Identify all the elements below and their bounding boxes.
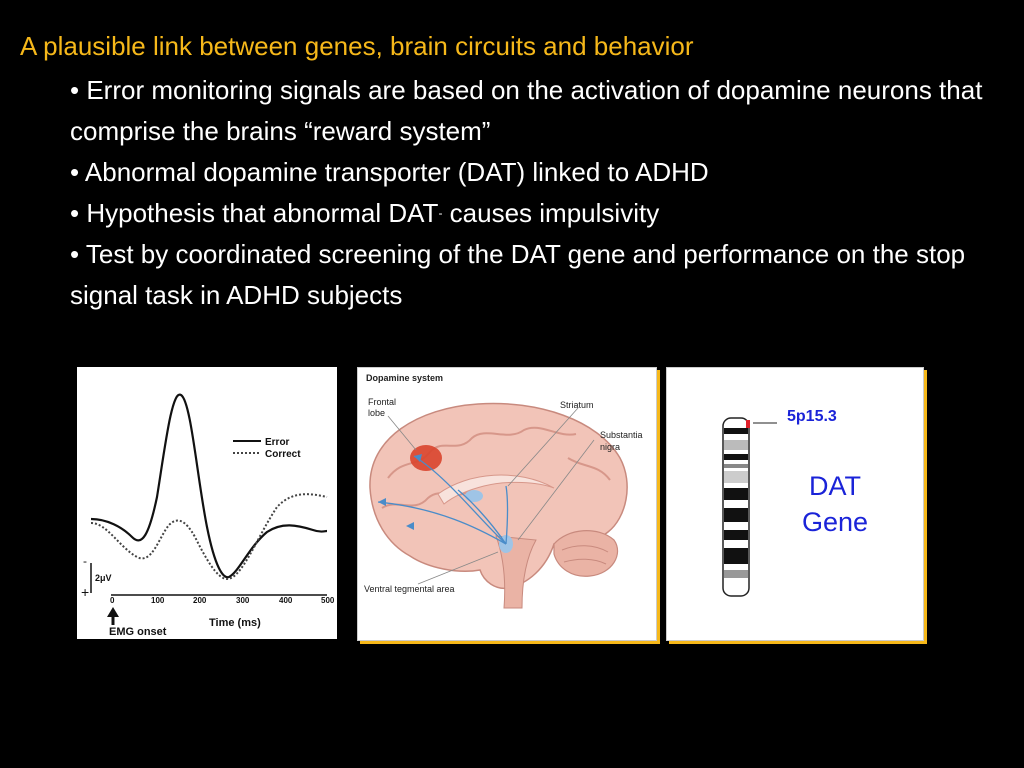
error-waveform <box>90 393 328 579</box>
bullet-hypothesis-tail: causes impulsivity <box>442 198 660 228</box>
gene-label: Gene <box>801 507 869 537</box>
bullet-list: • Error monitoring signals are based on … <box>70 70 1000 316</box>
brain-figure: Dopamine system <box>357 367 657 641</box>
dat-gene-label: DAT Gene <box>787 468 883 540</box>
label-substantia: Substantia <box>600 430 643 440</box>
bullet-test: • Test by coordinated screening of the D… <box>70 239 966 310</box>
tick-200: 200 <box>193 596 207 605</box>
label-striatum: Striatum <box>560 400 594 410</box>
onset-arrow-icon <box>107 607 119 617</box>
tick-500: 500 <box>321 596 335 605</box>
legend-error: Error <box>265 437 290 448</box>
bullet-hypothesis: • Hypothesis that abnormal DAT- causes i… <box>70 193 1000 234</box>
scale-label: 2μV <box>95 573 112 583</box>
chromosome-diagram <box>722 417 777 597</box>
label-frontal: Frontal <box>368 397 396 407</box>
tick-300: 300 <box>236 596 250 605</box>
chromosome-figure: 5p15.3 DAT Gene <box>666 367 924 641</box>
tick-100: 100 <box>151 596 165 605</box>
axis-minus: - <box>83 554 87 568</box>
legend-correct: Correct <box>265 449 301 460</box>
band-label: 5p15.3 <box>787 408 837 425</box>
dat-label: DAT <box>809 471 861 501</box>
bullet-hypothesis-sup: - <box>438 206 443 220</box>
bullet-dat-adhd: • Abnormal dopamine transporter (DAT) li… <box>70 157 709 187</box>
label-lobe: lobe <box>368 408 385 418</box>
brain-illustration: Dopamine system <box>364 373 643 609</box>
bullet-error-monitoring: • Error monitoring signals are based on … <box>70 75 983 146</box>
tick-400: 400 <box>279 596 293 605</box>
erp-figure: Error Correct - + 2μV 0 100 200 300 400 … <box>77 367 337 639</box>
slide-title: A plausible link between genes, brain ci… <box>20 31 694 61</box>
bullet-hypothesis-text: • Hypothesis that abnormal DAT <box>70 198 439 228</box>
label-nigra: nigra <box>600 442 620 452</box>
brain-title: Dopamine system <box>366 373 443 383</box>
label-vta: Ventral tegmental area <box>364 584 455 594</box>
emg-onset-label: EMG onset <box>109 626 167 638</box>
erp-graph: Error Correct - + 2μV 0 100 200 300 400 … <box>81 393 335 638</box>
axis-plus: + <box>81 584 89 600</box>
tick-0: 0 <box>110 596 115 605</box>
x-axis-label: Time (ms) <box>209 617 261 629</box>
